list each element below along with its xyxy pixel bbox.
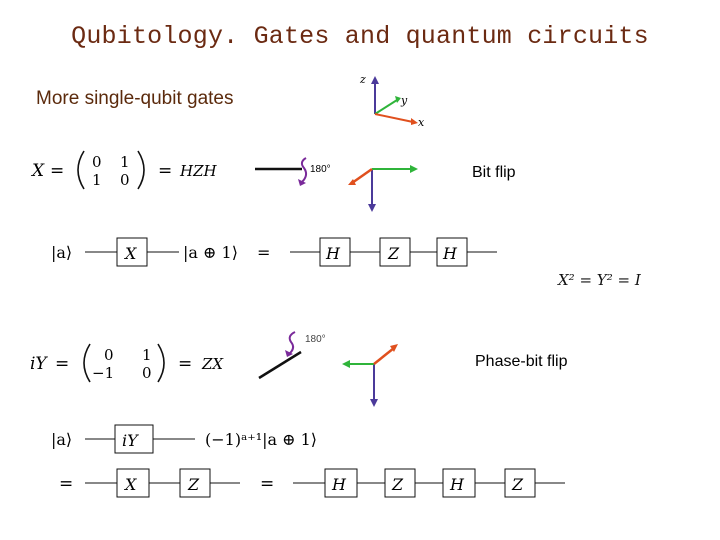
- z-axis-label: z: [359, 73, 366, 86]
- gate-box: [379, 237, 411, 267]
- rotation-arrowhead: [285, 350, 293, 357]
- y-axis-label: y: [400, 94, 408, 107]
- gate-box: [504, 468, 536, 498]
- rotation-curl: [288, 331, 296, 355]
- equals-sign: =: [158, 161, 172, 181]
- x-axis-arrowhead: [411, 118, 418, 125]
- matrix-entry: 1: [92, 171, 102, 189]
- left-paren: [77, 150, 85, 190]
- gate-label: Z: [391, 475, 404, 494]
- matrix-entry: 0: [120, 171, 130, 189]
- rotation-curl: [300, 157, 308, 183]
- gate-label: H: [325, 244, 341, 263]
- zx-expression: ZX: [201, 355, 224, 373]
- equals-sign: =: [50, 161, 64, 181]
- y-arrowhead: [410, 165, 418, 173]
- y-axis: [374, 99, 398, 115]
- input-state: |a⟩: [51, 243, 72, 262]
- gate-box: [179, 468, 211, 498]
- rotation-angle: 180°: [305, 334, 326, 345]
- gate-label: H: [442, 244, 458, 263]
- rotation-angle: 180°: [310, 164, 331, 175]
- iy-symbol: iY: [30, 354, 48, 374]
- x-gate-equation: X = 0 1 1 0 = HZH: [30, 150, 218, 190]
- z-arrowhead: [368, 204, 376, 212]
- gate-label: H: [449, 475, 465, 494]
- y-axis-arrowhead: [395, 96, 401, 103]
- gate-box: [324, 468, 358, 498]
- gate-label: Z: [387, 244, 400, 263]
- y-arrowhead: [342, 360, 350, 368]
- equals-sign: =: [257, 243, 270, 262]
- iy-gate-equation: iY = 0 1 −1 0 = ZX: [30, 343, 224, 383]
- slide-title: Qubitology. Gates and quantum circuits: [71, 22, 649, 51]
- gate-box: [116, 237, 148, 267]
- hzh-expression: HZH: [179, 162, 218, 180]
- circuit-decomposition: = X Z = H Z H Z: [59, 468, 565, 498]
- equals-sign: =: [260, 474, 274, 494]
- x-arrowhead: [390, 344, 398, 352]
- phase-bit-flip-label: Phase-bit flip: [475, 353, 568, 370]
- gate-label: iY: [122, 431, 139, 450]
- z-axis-arrowhead: [371, 76, 379, 84]
- bit-flip-label: Bit flip: [472, 164, 516, 181]
- matrix-entry: 0: [142, 364, 152, 382]
- gate-label: X: [123, 244, 137, 263]
- gate-box: [114, 424, 154, 454]
- output-state: (−1)ᵃ⁺¹|a ⊕ 1⟩: [205, 430, 317, 449]
- gate-label: Z: [187, 475, 200, 494]
- rotation-arrowhead: [298, 179, 306, 186]
- phase-bit-flip-axes: [342, 344, 398, 407]
- x-symbol: X: [30, 161, 45, 181]
- gate-label: H: [331, 475, 347, 494]
- matrix-entry: 0: [92, 153, 102, 171]
- x-arrowhead: [348, 179, 356, 185]
- rotation-diagram-1: 180°: [255, 157, 331, 186]
- equals-sign: =: [55, 354, 69, 374]
- gate-label: X: [123, 475, 137, 494]
- right-paren: [137, 150, 145, 190]
- right-paren: [157, 343, 165, 383]
- slide-subtitle: More single-qubit gates: [36, 88, 234, 109]
- input-state: |a⟩: [51, 430, 72, 449]
- x-axis: [351, 167, 373, 185]
- gate-box: [442, 468, 476, 498]
- matrix-entry: 1: [142, 346, 152, 364]
- equals-sign: =: [178, 354, 192, 374]
- circuit-x: |a⟩ X |a ⊕ 1⟩ = H Z H: [51, 237, 497, 267]
- left-paren: [83, 343, 91, 383]
- gate-box: [116, 468, 150, 498]
- x-axis: [374, 113, 414, 123]
- x-axis-label: x: [418, 116, 425, 129]
- matrix-entry: −1: [92, 364, 114, 382]
- equals-sign: =: [59, 474, 73, 494]
- bit-flip-axes: [348, 165, 418, 212]
- gate-label: Z: [511, 475, 524, 494]
- matrix-entry: 0: [104, 346, 114, 364]
- matrix-entry: 1: [120, 153, 130, 171]
- circuit-iy: |a⟩ iY (−1)ᵃ⁺¹|a ⊕ 1⟩: [51, 424, 317, 454]
- rotation-diagram-2: 180°: [258, 331, 326, 380]
- x-axis: [373, 347, 395, 365]
- gate-box: [384, 468, 416, 498]
- identity-equation: X² = Y² = I: [558, 271, 641, 289]
- output-state: |a ⊕ 1⟩: [183, 243, 238, 262]
- z-arrowhead: [370, 399, 378, 407]
- axes-diagram: z y x: [359, 73, 425, 129]
- rotation-axis: [258, 350, 302, 380]
